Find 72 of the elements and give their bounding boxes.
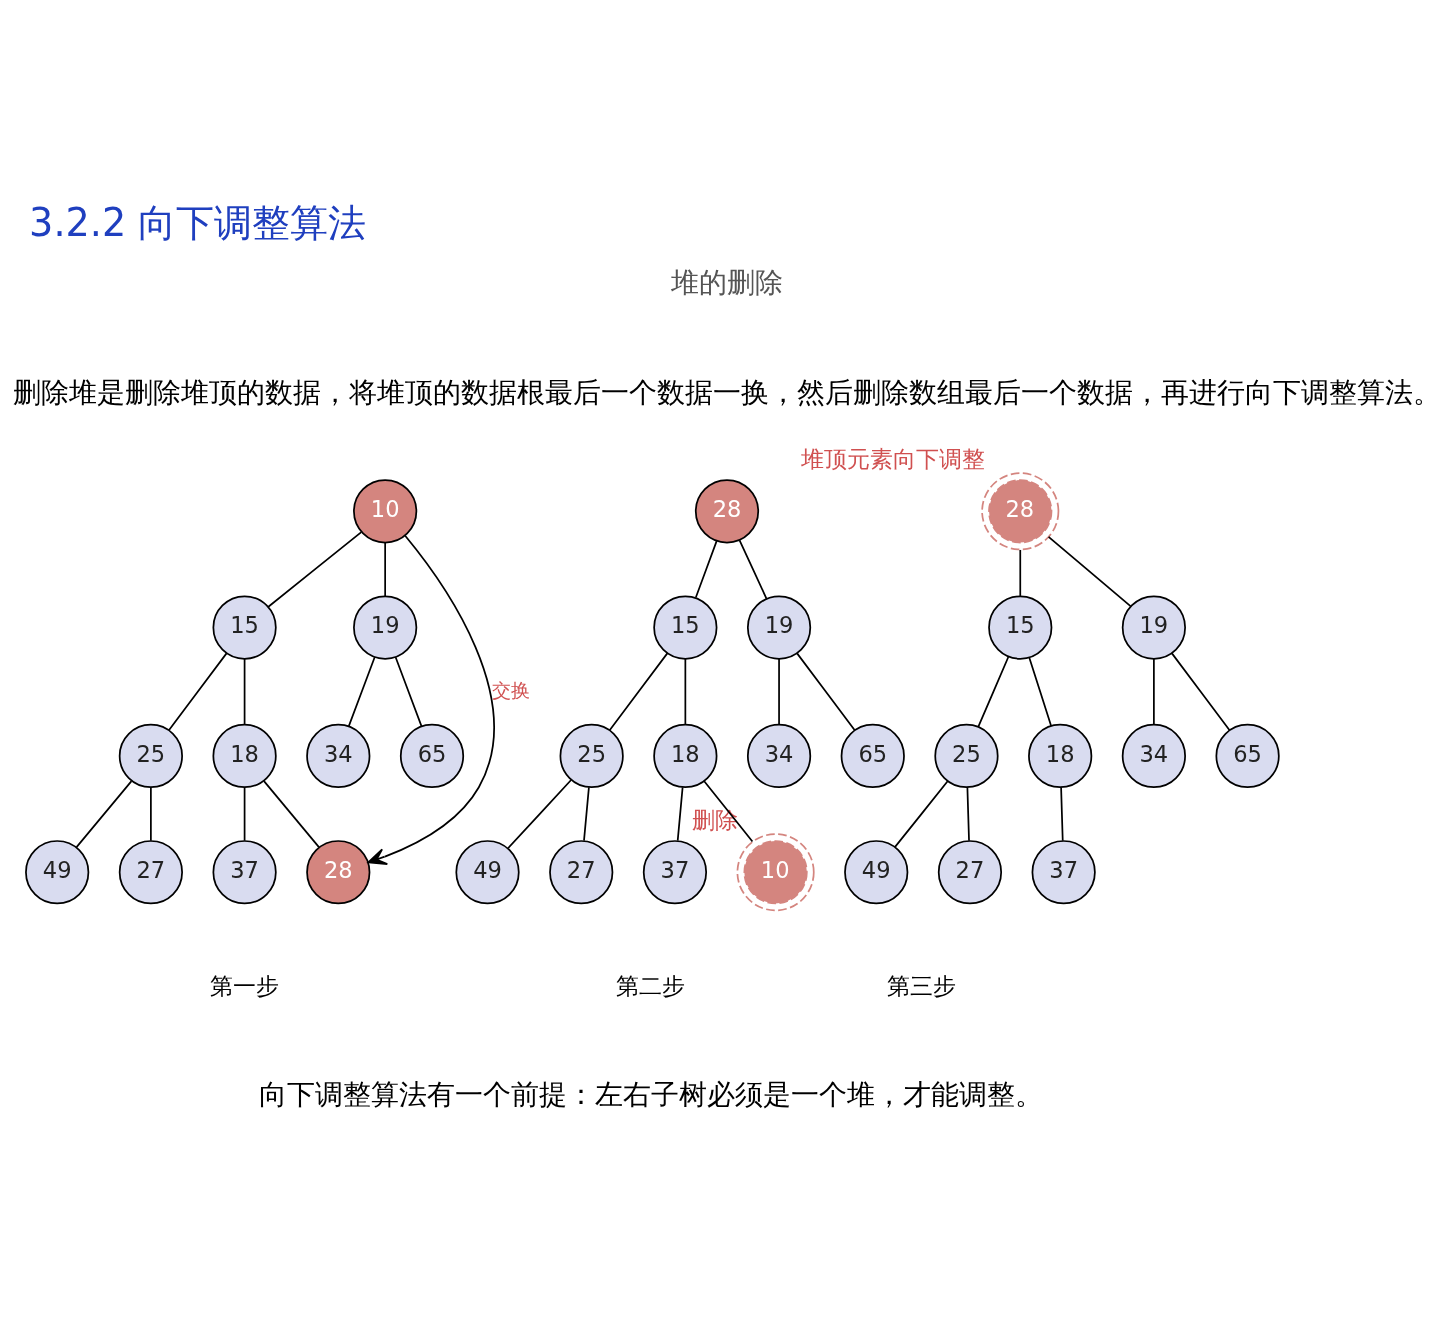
connector bbox=[694, 540, 718, 599]
diagram-title: 3.2.2 向下调整算法 bbox=[29, 201, 367, 246]
node-circle: 10 bbox=[736, 833, 815, 912]
connector bbox=[263, 780, 320, 849]
node-circle: 27 bbox=[118, 840, 183, 905]
node-circle: 28 bbox=[306, 840, 371, 905]
label: 向下调整算法有一个前提：左右子树必须是一个堆，才能调整。 bbox=[258, 1078, 1043, 1112]
node-circle: 37 bbox=[1031, 840, 1096, 905]
connector bbox=[1028, 656, 1052, 727]
arrow bbox=[367, 534, 495, 865]
node-circle: 34 bbox=[1121, 723, 1186, 789]
connector bbox=[583, 786, 590, 842]
node-circle: 19 bbox=[1121, 595, 1186, 660]
connector bbox=[347, 656, 376, 728]
node-circle: 27 bbox=[937, 840, 1003, 905]
connector bbox=[150, 786, 152, 842]
connector bbox=[1171, 652, 1231, 732]
connector bbox=[1019, 549, 1022, 597]
connector bbox=[168, 652, 228, 732]
node-circle: 65 bbox=[840, 723, 905, 789]
node-circle: 15 bbox=[988, 595, 1053, 660]
node-circle: 37 bbox=[212, 840, 277, 905]
connector bbox=[676, 786, 684, 842]
connector bbox=[778, 658, 780, 725]
node-label: 堆顶元素向下调整 bbox=[800, 445, 985, 472]
node-circle: 28 bbox=[981, 472, 1060, 551]
connector bbox=[394, 656, 423, 728]
node-label: 删除 bbox=[691, 806, 738, 833]
connector bbox=[738, 539, 768, 600]
label: 第二步 bbox=[616, 973, 686, 1000]
node-circle: 65 bbox=[399, 723, 465, 789]
node-circle: 19 bbox=[353, 595, 418, 660]
node-circle: 19 bbox=[746, 595, 812, 660]
node-circle: 18 bbox=[212, 723, 277, 789]
connector bbox=[384, 541, 386, 597]
node-circle: 49 bbox=[455, 840, 520, 905]
edge-label: 交换 bbox=[491, 678, 530, 701]
node-circle: 25 bbox=[118, 723, 183, 789]
node-circle: 34 bbox=[746, 723, 812, 789]
connector bbox=[977, 656, 1010, 728]
node-circle: 25 bbox=[934, 723, 999, 789]
node-circle: 15 bbox=[212, 595, 277, 660]
node-circle: 65 bbox=[1215, 723, 1280, 789]
connector bbox=[966, 786, 970, 842]
connector bbox=[894, 780, 949, 849]
connector bbox=[267, 531, 363, 608]
label: 删除堆是删除堆顶的数据，将堆顶的数据根最后一个数据一换，然后删除数组最后一个数据，再进行向下调整算法。 bbox=[13, 375, 1441, 409]
node-circle: 49 bbox=[844, 840, 909, 905]
connector bbox=[684, 658, 687, 725]
node-circle: 18 bbox=[653, 723, 718, 789]
node-circle: 18 bbox=[1028, 723, 1093, 789]
label: 第一步 bbox=[210, 973, 280, 1000]
node-circle: 15 bbox=[653, 595, 718, 660]
node-circle: 37 bbox=[642, 840, 708, 905]
connector bbox=[1047, 536, 1132, 607]
connector bbox=[1153, 658, 1155, 725]
node-circle: 49 bbox=[25, 840, 90, 905]
label: 堆的删除 bbox=[671, 266, 783, 300]
node-circle: 10 bbox=[353, 479, 418, 544]
connector bbox=[75, 780, 133, 849]
connector bbox=[608, 652, 669, 732]
connector bbox=[243, 658, 246, 725]
node-circle: 25 bbox=[559, 723, 624, 789]
node-circle: 27 bbox=[549, 840, 614, 905]
connector bbox=[703, 780, 754, 843]
node-circle: 28 bbox=[694, 479, 760, 544]
connector bbox=[507, 779, 572, 850]
connector bbox=[796, 652, 856, 732]
node-circle: 34 bbox=[306, 723, 371, 789]
connector bbox=[1060, 786, 1064, 842]
label: 第三步 bbox=[886, 973, 956, 1000]
connector bbox=[243, 786, 246, 842]
